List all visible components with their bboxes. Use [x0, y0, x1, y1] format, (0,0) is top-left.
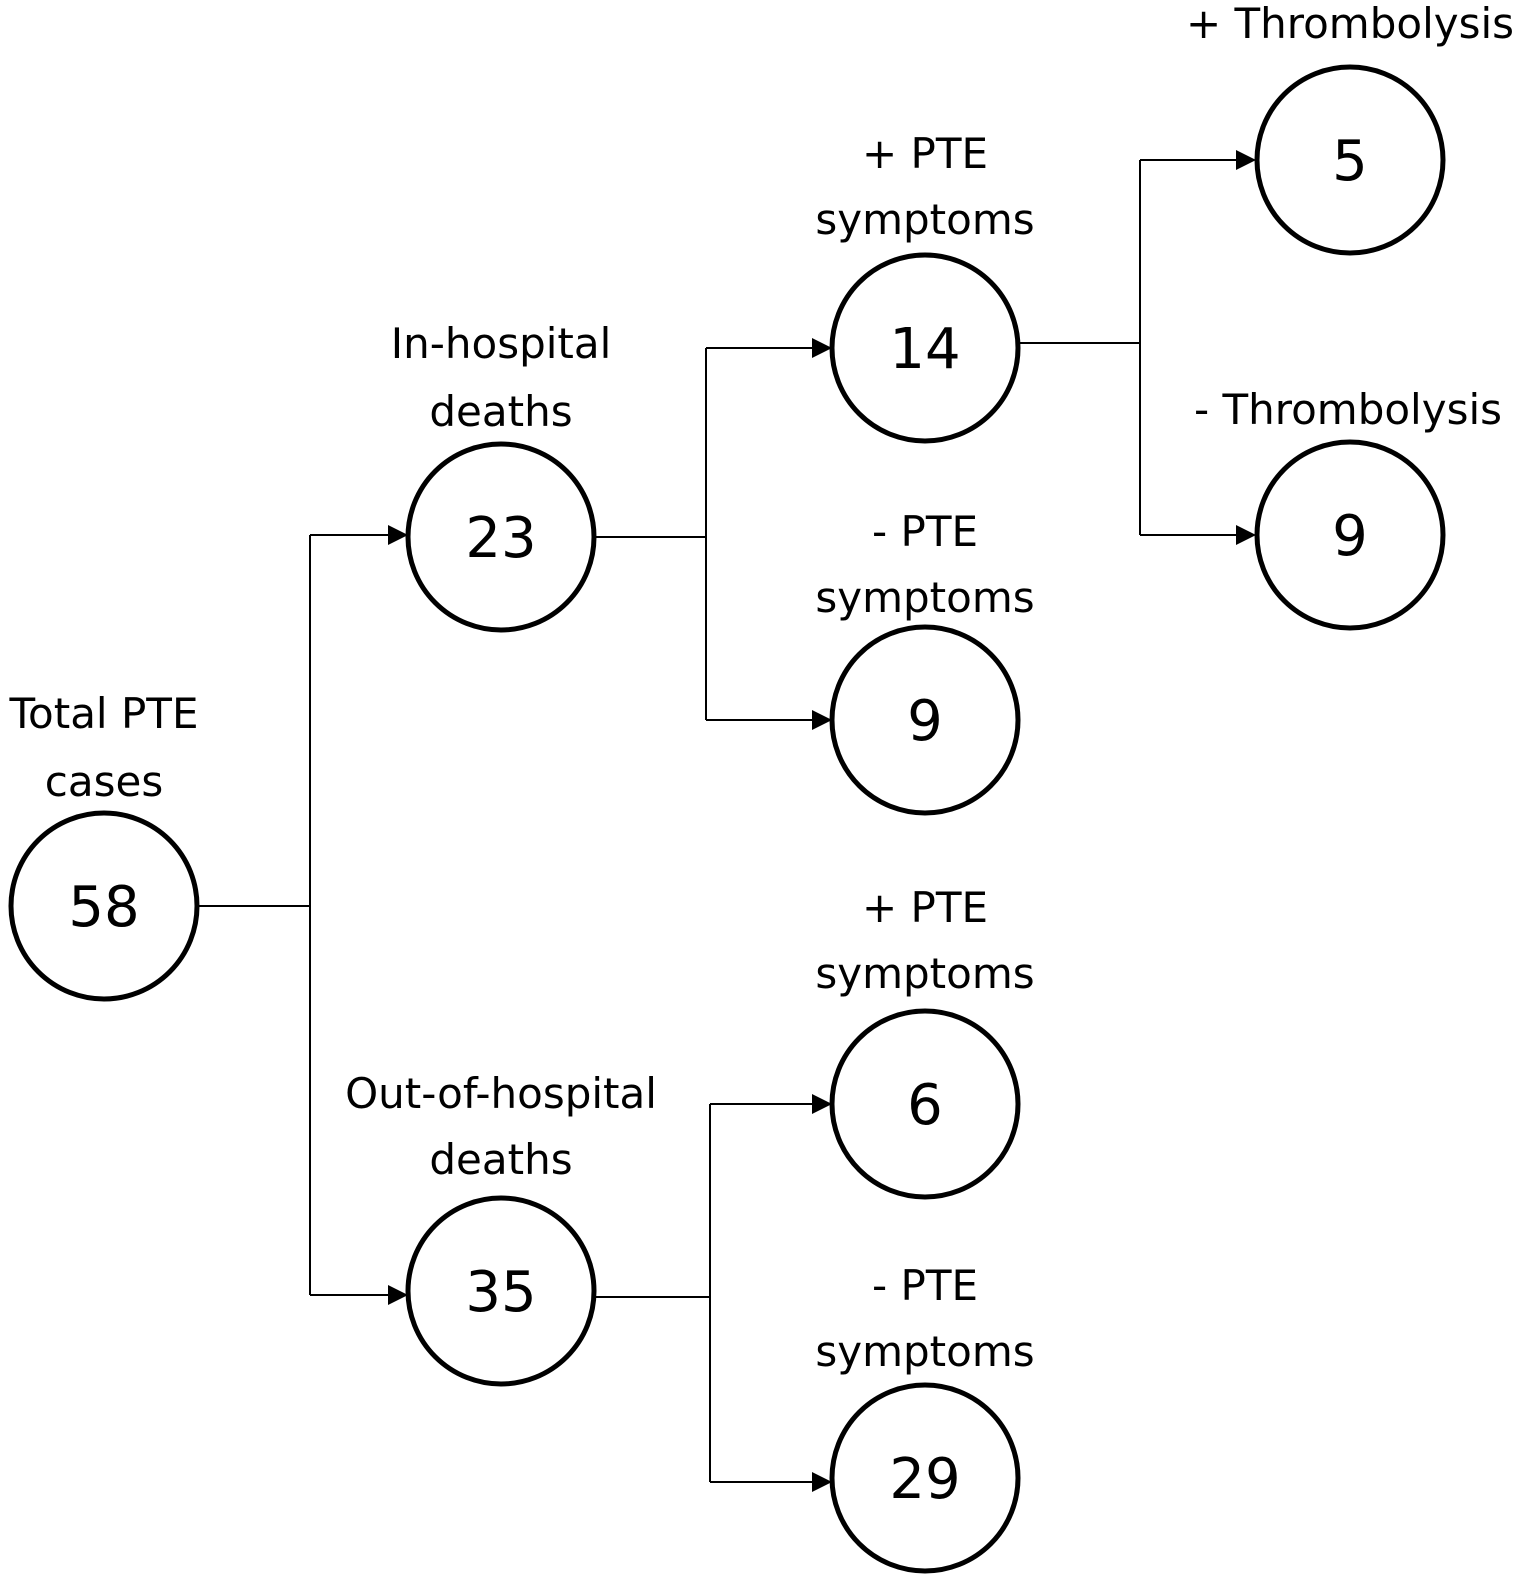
node-out-hospital-value: 35 [465, 1260, 536, 1325]
node-in-neg-label-line2: symptoms [815, 573, 1034, 622]
node-out-neg-circle [829, 1382, 1021, 1574]
node-out-positive-symptoms: + PTE symptoms 6 [815, 883, 1035, 1200]
node-out-hospital-deaths: Out-of-hospital deaths 35 [345, 1069, 657, 1387]
node-neg-thrombolysis-circle [1254, 439, 1446, 631]
node-in-positive-symptoms: + PTE symptoms 14 [815, 129, 1035, 444]
edge-total-branches [198, 525, 408, 1305]
node-pos-thrombolysis-label: + Thrombolysis [1186, 0, 1514, 48]
edge-out-hospital-branches [594, 1094, 832, 1492]
node-in-pos-label-line2: symptoms [815, 195, 1034, 244]
node-total-label-line2: cases [45, 757, 163, 806]
node-total-value: 58 [68, 875, 139, 940]
node-in-pos-value: 14 [889, 317, 960, 382]
node-out-neg-label-line1: - PTE [872, 1261, 978, 1310]
node-total-label-line1: Total PTE [9, 689, 199, 738]
node-in-pos-label-line1: + PTE [862, 129, 988, 178]
node-out-pos-label-line1: + PTE [862, 883, 988, 932]
node-positive-thrombolysis: + Thrombolysis 5 [1186, 0, 1514, 256]
node-neg-thrombolysis-label: - Thrombolysis [1194, 385, 1502, 434]
node-in-neg-circle [829, 624, 1021, 816]
node-pos-thrombolysis-circle [1254, 64, 1446, 256]
node-out-neg-value: 29 [889, 1447, 960, 1512]
node-out-pos-value: 6 [907, 1073, 943, 1138]
node-neg-thrombolysis-value: 9 [1332, 504, 1368, 569]
node-in-pos-circle [829, 252, 1021, 444]
node-out-negative-symptoms: - PTE symptoms 29 [815, 1261, 1035, 1574]
node-out-pos-circle [829, 1008, 1021, 1200]
edge-in-hospital-branches [594, 338, 832, 730]
node-in-hospital-label-line2: deaths [429, 387, 572, 436]
node-out-neg-label-line2: symptoms [815, 1327, 1034, 1376]
node-total-circle [8, 810, 200, 1002]
node-pos-thrombolysis-value: 5 [1332, 129, 1368, 194]
node-in-hospital-deaths: In-hospital deaths 23 [391, 319, 612, 633]
node-total-cases: Total PTE cases 58 [8, 689, 200, 1002]
node-out-hospital-label-line1: Out-of-hospital [345, 1069, 657, 1118]
edge-thrombolysis-branches [1020, 150, 1256, 545]
node-in-hospital-label-line1: In-hospital [391, 319, 612, 368]
node-out-hospital-circle [405, 1195, 597, 1387]
node-in-neg-label-line1: - PTE [872, 507, 978, 556]
node-in-hospital-circle [405, 441, 597, 633]
node-out-hospital-label-line2: deaths [429, 1135, 572, 1184]
node-out-pos-label-line2: symptoms [815, 949, 1034, 998]
node-in-hospital-value: 23 [465, 506, 536, 571]
node-in-negative-symptoms: - PTE symptoms 9 [815, 507, 1035, 816]
node-in-neg-value: 9 [907, 689, 943, 754]
node-negative-thrombolysis: - Thrombolysis 9 [1194, 385, 1502, 631]
